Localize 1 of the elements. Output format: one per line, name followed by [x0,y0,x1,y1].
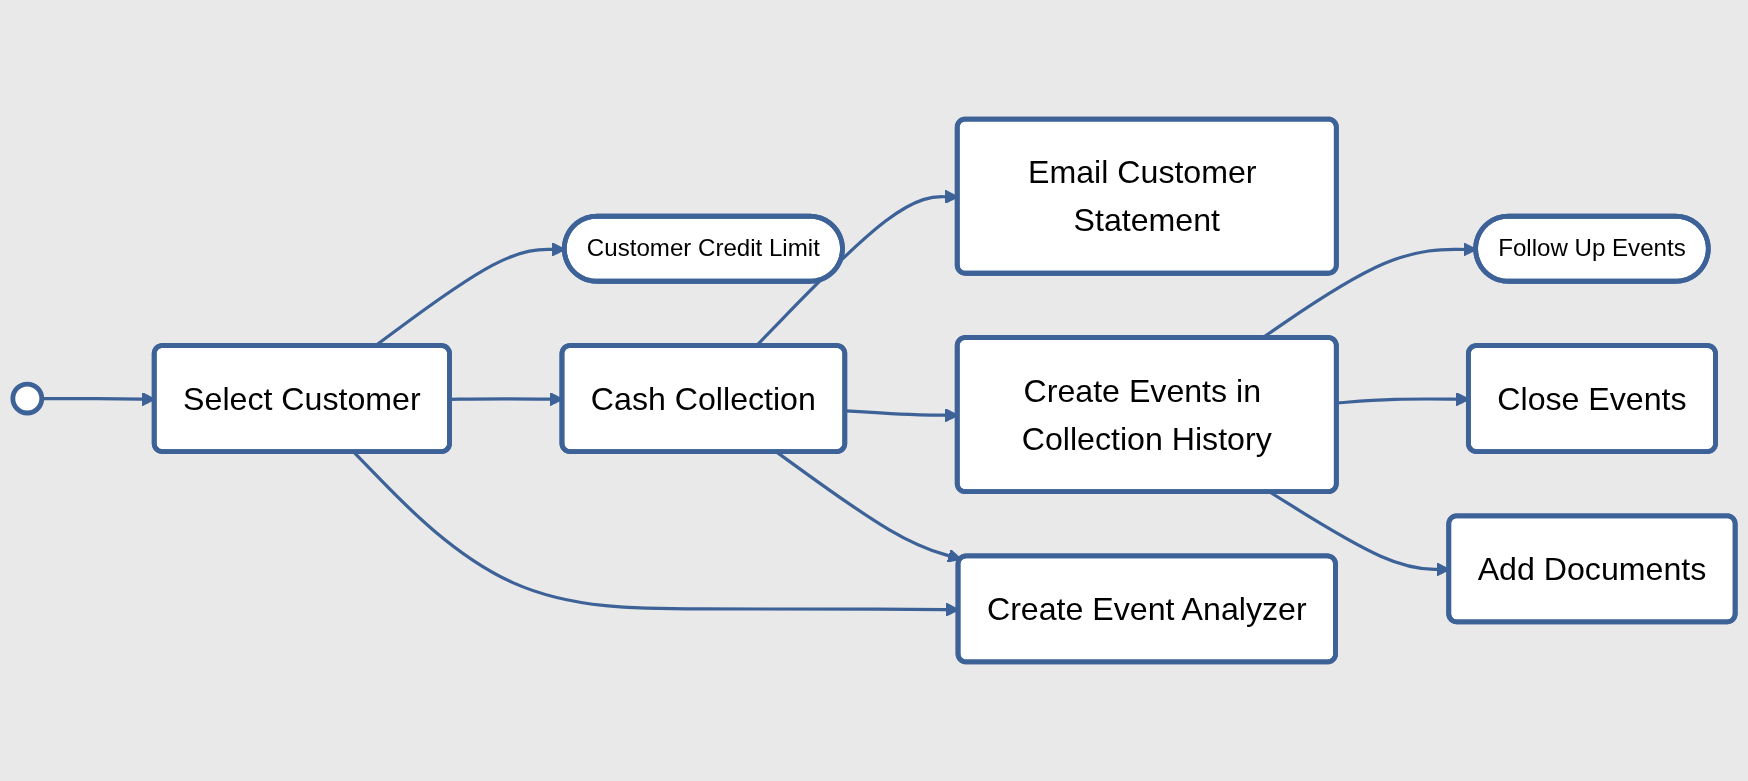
node-circle [10,381,45,416]
